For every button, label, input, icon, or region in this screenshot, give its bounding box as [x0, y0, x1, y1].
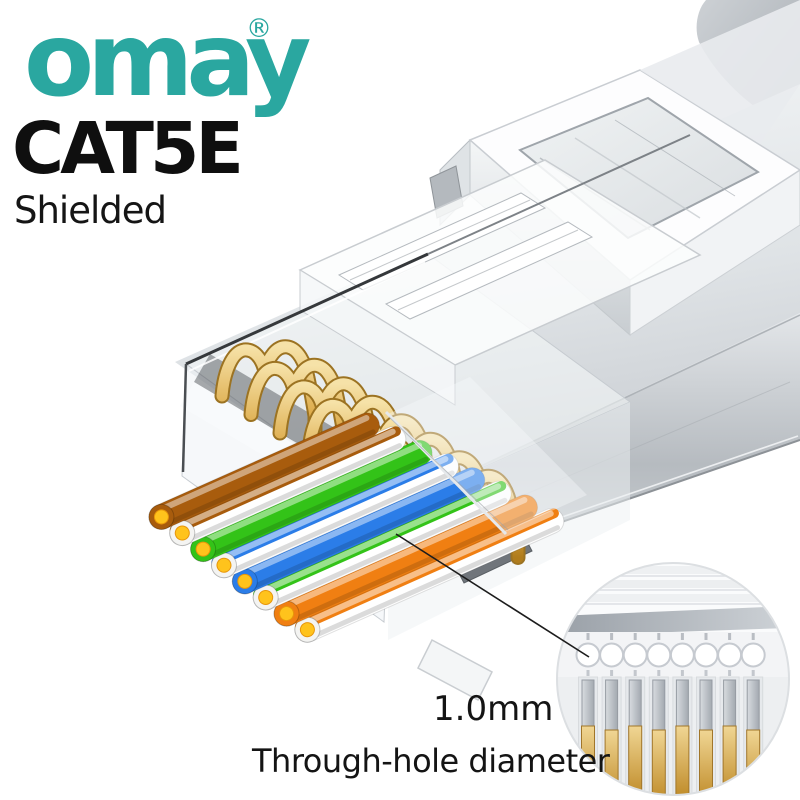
copper-core-tip — [279, 606, 295, 622]
mid-windows — [298, 159, 702, 406]
wire-white-blue — [210, 453, 459, 579]
product-category-label: CAT5E — [12, 107, 244, 190]
copper-core-tip — [258, 589, 274, 605]
inset-holes — [575, 633, 766, 676]
copper-core-tip — [195, 541, 211, 557]
inset-gold-pin — [699, 729, 713, 795]
through-hole — [693, 642, 719, 668]
wires — [148, 412, 565, 643]
copper-core-tip — [237, 573, 253, 589]
wire-blue — [231, 467, 486, 595]
product-shielding-label: Shielded — [14, 189, 167, 232]
through-hole — [599, 642, 625, 668]
copper-core-tip — [299, 622, 315, 638]
wire-white-green — [252, 480, 512, 611]
housing-edges — [181, 134, 691, 473]
through-hole-inset — [556, 562, 790, 796]
through-hole — [669, 642, 695, 668]
wire-brown — [148, 412, 380, 530]
through-hole — [740, 642, 766, 668]
copper-core-tip — [216, 557, 232, 573]
wire-white-orange — [294, 508, 565, 643]
through-hole — [575, 642, 601, 668]
hole-diameter-description: Through-hole diameter — [252, 742, 610, 780]
hole-diameter-value: 1.0mm — [433, 689, 554, 729]
clear-bottom-tab — [417, 638, 493, 702]
wire-green — [190, 439, 433, 563]
wire-orange — [273, 494, 538, 627]
through-hole — [622, 642, 648, 668]
registered-trademark-icon: ® — [246, 14, 272, 44]
callout-line — [395, 533, 590, 658]
wire-entry-frost — [384, 377, 587, 536]
inset-gold-pin — [746, 729, 761, 795]
through-hole — [717, 642, 743, 668]
through-hole — [646, 642, 672, 668]
brand-logo: omay — [24, 1, 312, 120]
inset-gold-pin — [651, 729, 666, 795]
copper-core-tip — [153, 509, 169, 525]
inset-gold-pin — [722, 725, 737, 795]
inset-gold-pin — [675, 725, 690, 795]
copper-core-tip — [174, 525, 190, 541]
wire-white-brown — [169, 426, 407, 547]
inset-pins — [578, 676, 764, 795]
inset-metal-band — [557, 606, 789, 636]
inset-gold-pin — [628, 725, 643, 795]
